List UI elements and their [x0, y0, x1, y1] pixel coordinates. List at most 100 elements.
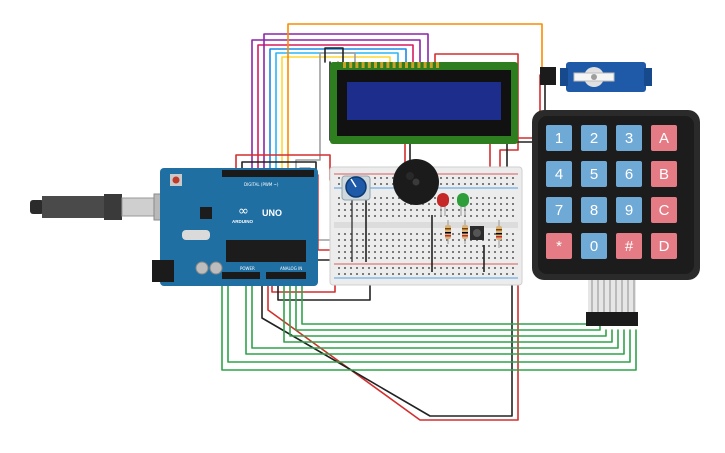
- breadboard-hole: [338, 209, 340, 211]
- keypad-key-*[interactable]: *: [546, 233, 572, 259]
- lcd-pin: [380, 62, 384, 68]
- breadboard-hole: [482, 245, 484, 247]
- breadboard-hole: [404, 215, 406, 217]
- keypad-key-5[interactable]: 5: [581, 161, 607, 187]
- keypad-key-C[interactable]: C: [651, 197, 677, 223]
- keypad-key-8[interactable]: 8: [581, 197, 607, 223]
- keypad-key-label: 2: [590, 130, 598, 147]
- breadboard-hole: [506, 239, 508, 241]
- breadboard-hole: [398, 251, 400, 253]
- keypad-key-6[interactable]: 6: [616, 161, 642, 187]
- breadboard-hole: [446, 273, 448, 275]
- breadboard-hole: [368, 239, 370, 241]
- breadboard-hole: [386, 215, 388, 217]
- breadboard-hole: [380, 177, 382, 179]
- wire-green-keypad-3: [245, 277, 625, 355]
- breadboard-hole: [440, 267, 442, 269]
- breadboard-hole: [464, 183, 466, 185]
- breadboard-hole: [488, 251, 490, 253]
- keypad-key-4[interactable]: 4: [546, 161, 572, 187]
- wire-green-keypad-6: [289, 277, 607, 337]
- breadboard-hole: [392, 245, 394, 247]
- breadboard-hole: [356, 233, 358, 235]
- breadboard-hole: [470, 251, 472, 253]
- breadboard-hole: [434, 215, 436, 217]
- breadboard-hole: [428, 245, 430, 247]
- breadboard-hole: [452, 233, 454, 235]
- keypad-key-9[interactable]: 9: [616, 197, 642, 223]
- wire-purple-lcd-1: [251, 39, 421, 173]
- keypad-key-7[interactable]: 7: [546, 197, 572, 223]
- breadboard-hole: [374, 203, 376, 205]
- breadboard-hole: [350, 257, 352, 259]
- breadboard-hole: [440, 273, 442, 275]
- keypad-key-3[interactable]: 3: [616, 125, 642, 151]
- keypad-key-label: 8: [590, 202, 598, 219]
- breadboard-hole: [452, 177, 454, 179]
- breadboard-hole: [482, 183, 484, 185]
- breadboard-hole: [350, 251, 352, 253]
- breadboard-hole: [512, 245, 514, 247]
- keypad-key-label: 1: [555, 130, 563, 147]
- keypad-key-label: 4: [555, 166, 563, 183]
- breadboard-hole: [476, 273, 478, 275]
- breadboard-hole: [392, 203, 394, 205]
- keypad-key-1[interactable]: 1: [546, 125, 572, 151]
- breadboard-hole: [404, 233, 406, 235]
- keypad-key-A[interactable]: A: [651, 125, 677, 151]
- breadboard-hole: [494, 215, 496, 217]
- breadboard-hole: [422, 209, 424, 211]
- breadboard-hole: [482, 203, 484, 205]
- breadboard-hole: [422, 267, 424, 269]
- breadboard-hole: [452, 239, 454, 241]
- breadboard-hole: [356, 251, 358, 253]
- breadboard-hole: [434, 267, 436, 269]
- wire-green-keypad-1: [227, 277, 631, 363]
- breadboard-hole: [422, 257, 424, 259]
- keypad-key-2[interactable]: 2: [581, 125, 607, 151]
- breadboard-hole: [338, 267, 340, 269]
- breadboard-hole: [512, 203, 514, 205]
- breadboard-hole: [488, 215, 490, 217]
- keypad-key-label: B: [659, 166, 669, 183]
- breadboard-hole: [446, 251, 448, 253]
- breadboard-hole: [386, 251, 388, 253]
- breadboard-hole: [500, 215, 502, 217]
- keypad-key-B[interactable]: B: [651, 161, 677, 187]
- breadboard-hole: [356, 209, 358, 211]
- breadboard-hole: [476, 245, 478, 247]
- breadboard-hole: [470, 209, 472, 211]
- breadboard-hole: [368, 257, 370, 259]
- breadboard-hole: [428, 267, 430, 269]
- breadboard-hole: [476, 197, 478, 199]
- lcd-pin: [386, 62, 390, 68]
- keypad-key-0[interactable]: 0: [581, 233, 607, 259]
- breadboard-hole: [464, 245, 466, 247]
- breadboard-hole: [464, 257, 466, 259]
- breadboard-hole: [476, 203, 478, 205]
- breadboard-hole: [458, 233, 460, 235]
- breadboard-hole: [338, 197, 340, 199]
- lcd-pin: [429, 62, 433, 68]
- lcd-pin: [349, 62, 353, 68]
- breadboard-hole: [422, 233, 424, 235]
- keypad-key-#[interactable]: #: [616, 233, 642, 259]
- breadboard-hole: [446, 267, 448, 269]
- breadboard-hole: [344, 233, 346, 235]
- breadboard-hole: [362, 209, 364, 211]
- breadboard-hole: [392, 209, 394, 211]
- breadboard-hole: [350, 215, 352, 217]
- breadboard-hole: [464, 273, 466, 275]
- breadboard-hole: [494, 177, 496, 179]
- breadboard-hole: [512, 273, 514, 275]
- keypad-key-D[interactable]: D: [651, 233, 677, 259]
- breadboard-hole: [458, 245, 460, 247]
- push-button-icon: [470, 226, 484, 240]
- breadboard-hole: [386, 177, 388, 179]
- keypad-key-label: 9: [625, 202, 633, 219]
- breadboard-hole: [392, 267, 394, 269]
- digital-header-label: DIGITAL (PWM ~): [244, 182, 279, 187]
- breadboard-hole: [500, 273, 502, 275]
- breadboard-hole: [476, 215, 478, 217]
